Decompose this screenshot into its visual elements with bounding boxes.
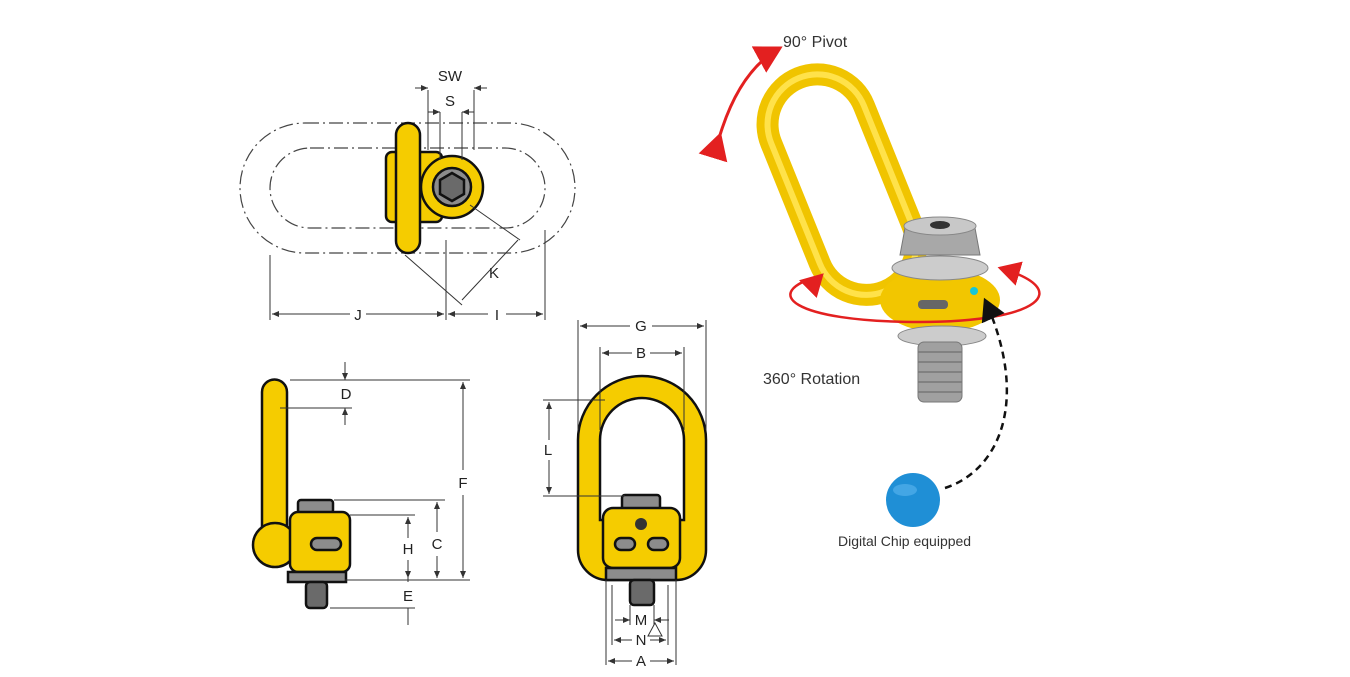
chip-hole-front [635,518,647,530]
dim-label-l: L [544,442,552,459]
dim-label-j: J [354,307,362,324]
pivot-caption: 90° Pivot [783,34,848,51]
rotation-arrow-icon [789,261,1041,324]
bolt-front [628,578,656,607]
dim-label-m: M [635,612,648,629]
dim-label-e: E [403,588,413,605]
washer-front [604,566,678,582]
body-front [601,506,682,570]
dim-label-k: K [489,265,499,282]
bolt-side [304,580,329,610]
digital-chip-icon [886,473,940,527]
dim-label-g: G [635,318,647,335]
bail-top [394,121,422,255]
dim-label-f: F [458,475,467,492]
product-photo: 90° Pivot 360° Rotation Digital Chip equ… [698,34,1041,549]
dim-label-h: H [403,541,414,558]
slot-side [309,536,343,552]
rotation-caption: 360° Rotation [763,371,860,388]
dim-label-b: B [636,345,646,362]
side-view-drawing: D F C H E [251,362,470,625]
dim-label-sw: SW [438,68,463,85]
dim-label-n: N [636,632,647,649]
chip-caption: Digital Chip equipped [838,533,971,549]
dim-label-a: A [636,653,646,670]
top-view-drawing: SW S K J I [239,68,576,324]
dim-label-d: D [341,386,352,403]
hex-socket-icon [438,171,466,203]
bail-side [260,378,289,532]
dim-label-s: S [445,93,455,110]
dim-label-c: C [432,536,443,553]
washer-side [286,570,348,584]
dim-label-i: I [495,307,499,324]
chip-pointer-arrow-icon [944,297,1008,490]
warning-triangle-icon [647,621,663,637]
pivot-arrow-icon [698,46,783,163]
front-view-drawing: G B L M N A [543,318,708,670]
chip-dot-icon [970,287,978,295]
